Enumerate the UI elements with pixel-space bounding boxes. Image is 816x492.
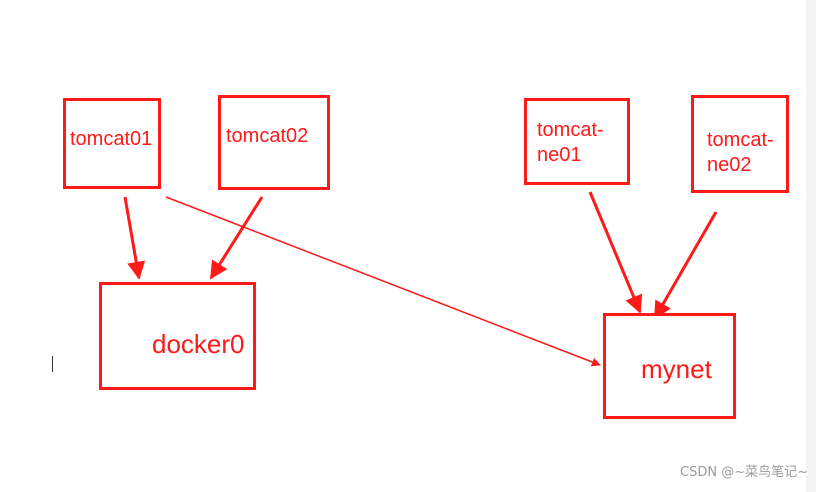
node-tomcat01-label: tomcat01 <box>70 128 153 150</box>
node-tomcat-ne02-label: tomcat- ne02 <box>707 129 774 176</box>
edge-tomcat-ne02-to-mynet <box>653 211 718 320</box>
edge-tomcat01-to-mynet <box>165 196 601 367</box>
scrollbar-track[interactable] <box>806 0 816 492</box>
node-tomcat02-label: tomcat02 <box>226 125 309 147</box>
edge-tomcat01-to-docker0 <box>123 196 146 280</box>
node-tomcat02[interactable]: tomcat02 <box>218 95 330 190</box>
node-tomcat-ne01[interactable]: tomcat- ne01 <box>524 98 630 185</box>
edge-tomcat02-to-docker0 <box>209 196 264 280</box>
edge-tomcat-ne01-to-mynet <box>588 191 643 314</box>
node-docker0-label: docker0 <box>152 329 245 359</box>
text-cursor <box>52 356 53 372</box>
node-tomcat01[interactable]: tomcat01 <box>63 98 161 189</box>
node-tomcat-ne02[interactable]: tomcat- ne02 <box>691 95 789 193</box>
node-docker0[interactable]: docker0 <box>99 282 256 390</box>
node-mynet-label: mynet <box>641 354 712 384</box>
node-mynet[interactable]: mynet <box>603 313 736 419</box>
node-tomcat-ne01-label: tomcat- ne01 <box>537 119 604 166</box>
watermark-text: CSDN @~菜鸟笔记~ <box>680 465 808 480</box>
